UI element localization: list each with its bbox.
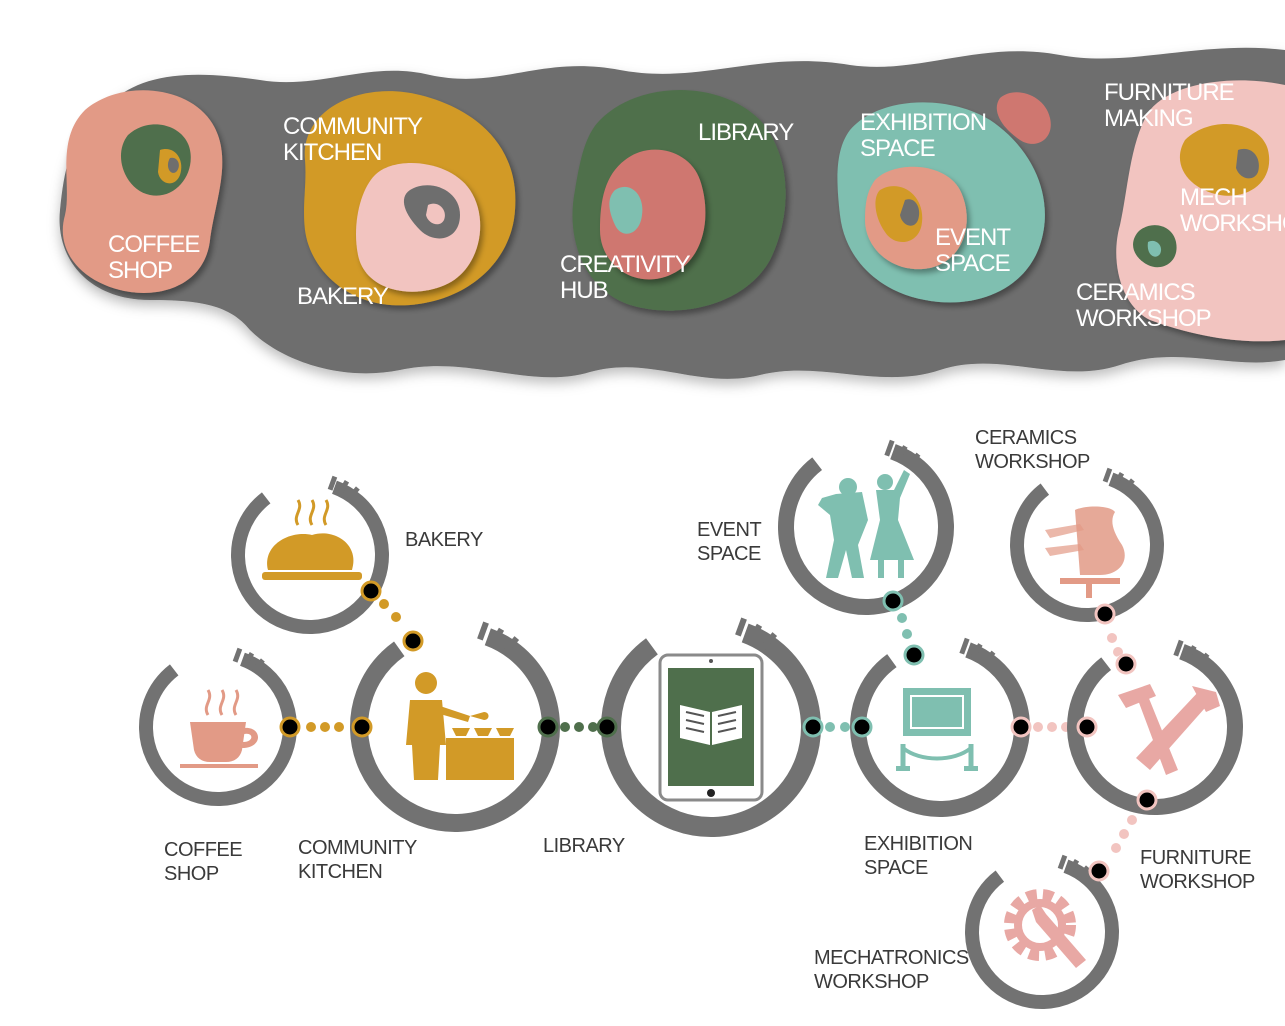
connector-dot	[1094, 603, 1116, 625]
node-event-space-label-1: EVENT	[697, 519, 761, 541]
node-community-kitchen-label-2: KITCHEN	[298, 861, 382, 883]
connector-mechatronics-furniture	[1111, 815, 1137, 853]
connector-dot	[279, 716, 301, 738]
node-furniture-workshop[interactable]: FURNITURE WORKSHOP	[1052, 624, 1257, 893]
node-exhibition-space[interactable]: EXHIBITION SPACE	[802, 622, 1045, 879]
coffee-shop-zone-label-1: COFFEE	[108, 231, 199, 258]
connector-ceramics-furniture	[1107, 633, 1123, 657]
connector-dot	[903, 644, 925, 666]
creativity-hub-zone-label-2: HUB	[560, 277, 608, 304]
node-coffee-shop-label-1: COFFEE	[164, 839, 242, 861]
workshops-zone: FURNITURE MAKING MECH WORKSHOP CERAMICS …	[1076, 79, 1285, 342]
coffee-cup-icon	[180, 689, 258, 768]
node-exhibition-space-label-2: SPACE	[864, 857, 928, 879]
connector-dot	[1115, 653, 1137, 675]
node-library[interactable]: LIBRARY	[543, 599, 839, 857]
connector-event-exhibition	[897, 613, 912, 639]
bread-icon	[262, 499, 362, 580]
connector-dot	[1076, 716, 1098, 738]
node-ceramics-workshop-label-2: WORKSHOP	[975, 451, 1090, 473]
connector-dot	[1136, 789, 1158, 811]
connectors	[306, 599, 1137, 853]
node-coffee-shop[interactable]: COFFEE SHOP	[126, 635, 311, 885]
furniture-making-zone-label-1: FURNITURE	[1104, 79, 1234, 106]
tablet-book-icon	[658, 653, 764, 802]
connector-dot	[1010, 716, 1032, 738]
connector-dot	[402, 630, 424, 652]
library-zone-label: LIBRARY	[698, 119, 794, 146]
furniture-making-zone-label-2: MAKING	[1104, 105, 1193, 132]
connector-dot	[360, 580, 382, 602]
community-kitchen-zone-label-2: KITCHEN	[283, 139, 381, 166]
pottery-wheel-icon	[1045, 506, 1125, 598]
connector-dot	[1088, 860, 1110, 882]
node-coffee-shop-label-2: SHOP	[164, 863, 219, 885]
connector-dot	[851, 716, 873, 738]
connector-dot	[351, 716, 373, 738]
node-community-kitchen[interactable]: COMMUNITY KITCHEN	[298, 604, 578, 883]
node-ceramics-workshop[interactable]: CERAMICS WORKSHOP	[975, 427, 1177, 635]
node-library-label: LIBRARY	[543, 835, 625, 857]
connector-dot	[596, 716, 618, 738]
creativity-hub-zone-label-1: CREATIVITY	[560, 251, 691, 278]
dancers-icon	[818, 470, 914, 578]
node-mechatronics-workshop-label-2: WORKSHOP	[814, 971, 929, 993]
node-community-kitchen-label-1: COMMUNITY	[298, 837, 417, 859]
ceramics-workshop-zone-label-1: CERAMICS	[1076, 279, 1195, 306]
connector-dot	[882, 590, 904, 612]
coffee-shop-zone-label-2: SHOP	[108, 257, 172, 284]
zoning-band: COFFEE SHOP COMMUNITY KITCHEN BAKERY LIB…	[59, 47, 1285, 379]
node-mechatronics-workshop-label-1: MECHATRONICS	[814, 947, 969, 969]
event-space-zone-label-2: SPACE	[935, 250, 1010, 277]
community-kitchen-zone-label-1: COMMUNITY	[283, 113, 423, 140]
node-ceramics-workshop-label-1: CERAMICS	[975, 427, 1077, 449]
connector-dot	[802, 716, 824, 738]
mech-workshop-zone-label-1: MECH	[1180, 184, 1247, 211]
node-exhibition-space-label-1: EXHIBITION	[864, 833, 972, 855]
hammer-saw-icon	[1118, 684, 1220, 775]
node-bakery-label: BAKERY	[405, 529, 483, 551]
library-zone: LIBRARY CREATIVITY HUB	[560, 90, 795, 311]
exhibition-space-zone: EXHIBITION SPACE EVENT SPACE	[837, 92, 1051, 303]
gear-wrench-icon	[1004, 889, 1086, 968]
node-bakery[interactable]: BAKERY	[218, 463, 483, 648]
mech-workshop-zone-label-2: WORKSHOP	[1180, 210, 1285, 237]
connector-dot	[537, 716, 559, 738]
connector-coffee-kitchen	[306, 722, 344, 732]
exhibition-space-zone-label-2: SPACE	[860, 135, 935, 162]
connector-bakery-kitchen	[379, 599, 401, 622]
exhibition-space-zone-label-1: EXHIBITION	[860, 109, 986, 136]
connector-exhibition-furniture	[1033, 722, 1071, 732]
node-event-space[interactable]: EVENT SPACE	[697, 424, 969, 629]
cook-icon	[406, 672, 514, 780]
bakery-zone-label: BAKERY	[297, 283, 389, 310]
coffee-shop-zone: COFFEE SHOP	[62, 90, 223, 293]
node-furniture-workshop-label-2: WORKSHOP	[1140, 871, 1255, 893]
connector-kitchen-library	[560, 722, 598, 732]
event-space-zone-label-1: EVENT	[935, 224, 1011, 251]
community-kitchen-zone: COMMUNITY KITCHEN BAKERY	[283, 91, 516, 310]
node-furniture-workshop-label-1: FURNITURE	[1140, 847, 1251, 869]
ceramics-workshop-zone-label-2: WORKSHOP	[1076, 305, 1211, 332]
network: COFFEE SHOP BAKERY	[126, 424, 1257, 1021]
node-mechatronics-workshop[interactable]: MECHATRONICS WORKSHOP	[814, 842, 1132, 1021]
node-event-space-label-2: SPACE	[697, 543, 761, 565]
exhibit-frame-icon	[896, 688, 978, 771]
